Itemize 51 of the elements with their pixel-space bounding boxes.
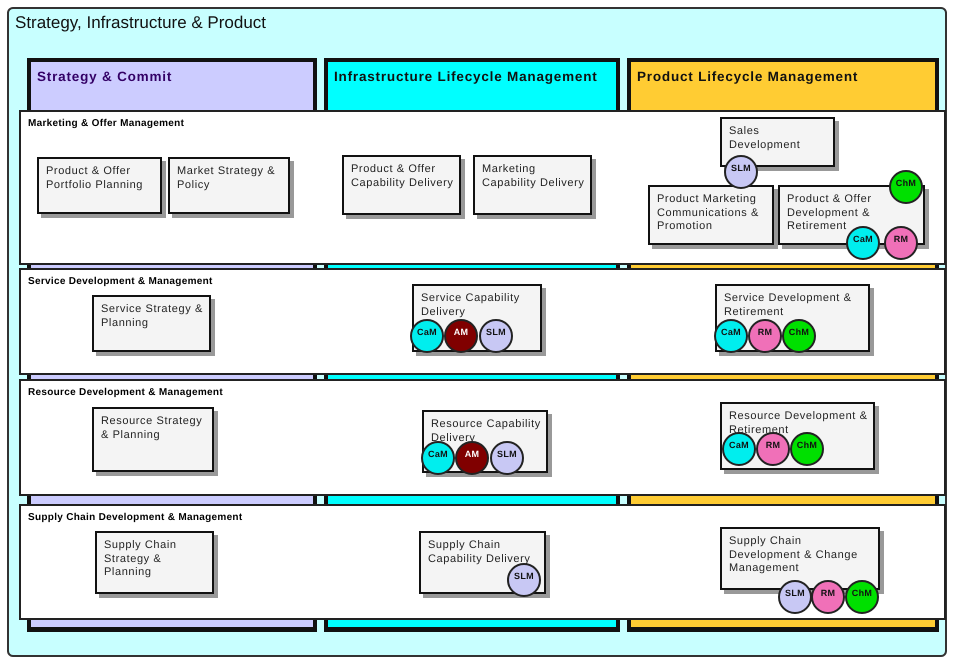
role-label: CaM	[428, 449, 448, 459]
role-label: ChM	[852, 588, 872, 598]
role-label: RM	[894, 234, 908, 244]
row-panel	[19, 110, 946, 265]
column-heading: Strategy & Commit	[37, 68, 172, 85]
process-label: Supply Chain Development & Change Management	[729, 535, 859, 576]
row-heading: Service Development & Management	[28, 276, 213, 287]
column-heading: Infrastructure Lifecycle Management	[334, 68, 598, 85]
role-label: AM	[454, 327, 468, 337]
diagram-title: Strategy, Infrastructure & Product	[15, 13, 266, 33]
process-label: Marketing Capability Delivery	[482, 163, 586, 190]
process-label: Product Marketing Communications & Promotion	[657, 193, 760, 234]
process-label: Product & Offer Capability Delivery	[351, 163, 454, 190]
process-label: Resource Development & Retirement	[729, 410, 869, 437]
process-label: Supply Chain Capability Delivery	[428, 539, 532, 566]
process-label: Resource Capability Delivery	[431, 418, 542, 445]
role-label: RM	[820, 588, 836, 598]
row-panel	[19, 504, 946, 620]
role-label: SLM	[514, 571, 534, 581]
process-label: Service Capability Delivery	[421, 292, 521, 319]
process-label: Market Strategy & Policy	[177, 165, 276, 192]
role-label: ChM	[796, 440, 818, 450]
process-label: Supply Chain Strategy & Planning	[104, 539, 178, 580]
process-label: Product & Offer Development & Retirement	[787, 193, 873, 234]
role-label: CaM	[417, 327, 437, 337]
role-label: ChM	[788, 327, 810, 337]
row-heading: Supply Chain Development & Management	[28, 512, 242, 523]
column-heading: Product Lifecycle Management	[637, 68, 858, 85]
role-label: SLM	[785, 588, 805, 598]
process-label: Service Development & Retirement	[724, 292, 853, 319]
role-label: ChM	[896, 178, 916, 188]
row-heading: Resource Development & Management	[28, 387, 223, 398]
row-panel	[19, 268, 946, 375]
role-label: RM	[758, 327, 772, 337]
row-panel	[19, 379, 946, 496]
role-label: AM	[464, 449, 480, 459]
role-label: SLM	[486, 327, 506, 337]
role-label: RM	[766, 440, 780, 450]
process-label: Resource Strategy & Planning	[101, 415, 204, 442]
column-header	[627, 58, 939, 110]
role-label: CaM	[721, 327, 741, 337]
column-header	[324, 58, 620, 110]
process-label: Service Strategy & Planning	[101, 303, 204, 330]
process-label: Sales Development	[729, 125, 802, 152]
process-label: Product & Offer Portfolio Planning	[46, 165, 144, 192]
role-label: CaM	[853, 234, 873, 244]
row-heading: Marketing & Offer Management	[28, 118, 184, 129]
role-label: SLM	[497, 449, 517, 459]
column-header	[27, 58, 317, 110]
role-label: CaM	[729, 440, 749, 450]
role-label: SLM	[731, 163, 751, 173]
